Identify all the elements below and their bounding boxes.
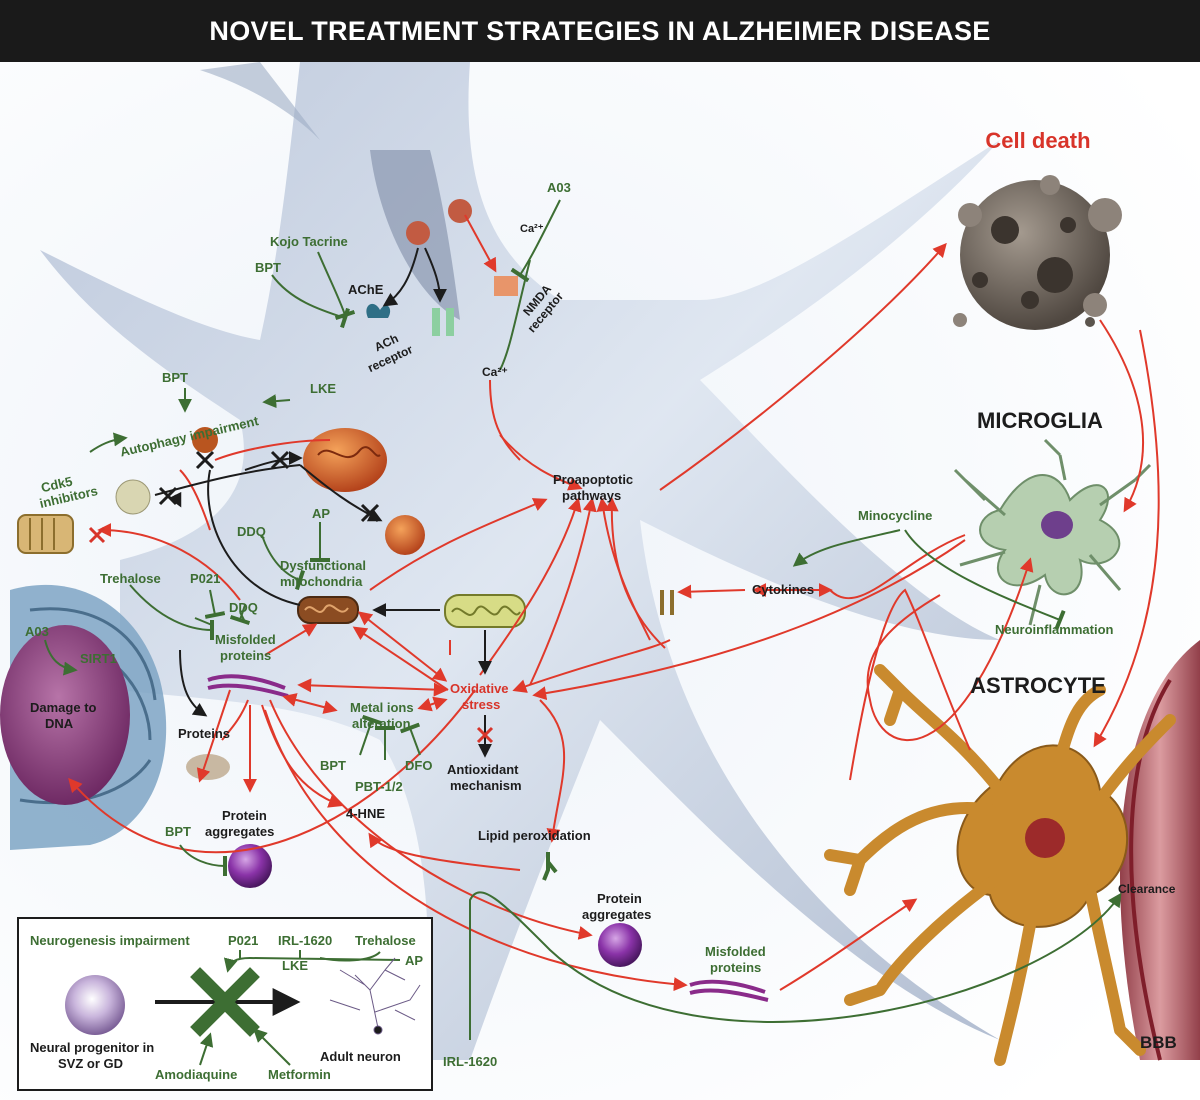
metal-label-1: Metal ions [350,700,414,715]
microglia-label: MICROGLIA [977,408,1103,433]
sirt1-label: SIRT1 [80,651,117,666]
ach-molecule [406,221,430,245]
protein-aggregate-left [228,844,272,888]
neurogenesis-inset: Neurogenesis impairment P021 IRL-1620 Tr… [17,917,433,1091]
misfolded-label-2: proteins [220,648,271,663]
antioxidant-label-2: mechanism [450,778,522,793]
cell-death-label: Cell death [985,128,1090,153]
cdk5-label-1: Cdk5 [40,473,74,495]
a03-left-label: A03 [25,624,49,639]
proapoptotic-label-2: pathways [562,488,621,503]
astrocyte-cell [824,664,1176,1066]
ca-top-label: Ca²⁺ [520,223,544,235]
hne-label: 4-HNE [346,806,385,821]
dna-label-2: DNA [45,716,74,731]
a03-top-label: A03 [547,180,571,195]
block-x-icon [190,967,260,1037]
dysfunctional-mito [297,596,359,624]
progenitor-label-1: Neural progenitor in [30,1040,154,1055]
pbt-label: PBT-1/2 [355,779,403,794]
neurogenesis-label: Neurogenesis impairment [30,933,190,948]
lipid-label: Lipid peroxidation [478,828,591,843]
dfo-label: DFO [405,758,432,773]
progenitor-label-2: SVZ or GD [58,1056,123,1071]
red-arrows [68,214,1160,992]
oxidative-label-2: stress [462,697,500,712]
inset-ap-label: AP [405,953,423,968]
misfolded2-label-2: proteins [710,960,761,975]
healthy-mito [444,594,526,628]
proteasome [17,514,74,554]
misfolded2-label-1: Misfolded [705,944,766,959]
protein-aggregates-label-1: Protein [222,808,267,823]
p021-left-label: P021 [190,571,220,586]
kojo-tacrine-label: Kojo Tacrine [270,234,348,249]
cytokines-label: Cytokines [752,582,814,597]
ach-receptor [432,308,440,336]
ache-enzyme [366,303,391,318]
amodiaquine-label: Amodiaquine [155,1067,237,1082]
bpt-metal-label: BPT [320,758,346,773]
autophagosome-top [192,427,218,453]
neural-progenitor-cell [65,975,125,1035]
minocycline-label: Minocycline [858,508,932,523]
lysosome-right [385,515,425,555]
misfolded-strand-right [689,979,769,1002]
protein-aggregates-label-2: aggregates [205,824,274,839]
ddq-left-label: DDQ [229,600,258,615]
title-bar [0,0,1200,62]
bpt-ache-label: BPT [255,260,281,275]
black-arrows [154,247,492,758]
proapoptotic-label-1: Proapoptotic [553,472,633,487]
inset-p021-label: P021 [228,933,258,948]
protein-aggregate-right [598,923,642,967]
inset-lke-label: LKE [282,958,308,973]
adult-neuron-drawing [329,957,421,1035]
adult-neuron-label: Adult neuron [320,1049,401,1064]
lke-autophagy-label: LKE [310,381,336,396]
bpt-aggregates-label: BPT [165,824,191,839]
irl-bottom-label: IRL-1620 [443,1054,497,1069]
ap-mito-label: AP [312,506,330,521]
metformin-label: Metformin [268,1067,331,1082]
mitochondria-top [303,428,387,492]
block-marks [158,450,380,523]
clearance-label: Clearance [1118,882,1176,896]
astrocyte-label: ASTROCYTE [970,673,1106,698]
proteins-label: Proteins [178,726,230,741]
inset-trehalose-label: Trehalose [355,933,416,948]
ddq-mito-label: DDQ [237,524,266,539]
red-block-marks [88,526,494,744]
protein-aggregates2-label-1: Protein [597,891,642,906]
metal-label-2: alteration [352,716,411,731]
vesicle-left [115,479,151,515]
up-arrows-icon [660,590,674,615]
dead-cell [953,175,1122,330]
inset-irl-label: IRL-1620 [278,933,332,948]
neuron-body [40,62,1000,1060]
organelles [17,199,769,1002]
bpt-autophagy-label: BPT [162,370,188,385]
nmda-receptor [494,276,518,296]
antioxidant-label-1: Antioxidant [447,762,519,777]
dna-label-1: Damage to [30,700,97,715]
oxidative-label-1: Oxidative [450,681,509,696]
misfolded-strand-left [207,674,289,698]
dysfunctional-label-1: Dysfunctional [280,558,366,573]
ache-label: AChE [348,282,384,297]
trehalose-left-label: Trehalose [100,571,161,586]
misfolded-label-1: Misfolded [215,632,276,647]
lipid-icon [542,852,558,881]
protein-aggregates2-label-2: aggregates [582,907,651,922]
dysfunctional-label-2: mitochondria [280,574,363,589]
microglia-cell [953,438,1152,626]
figure-title: NOVEL TREATMENT STRATEGIES IN ALZHEIMER … [209,16,991,46]
neuroinflammation-label: Neuroinflammation [995,622,1114,637]
ca-mid-label: Ca²⁺ [482,365,508,379]
green-lines [44,199,1122,1040]
bbb-label: BBB [1140,1033,1177,1052]
